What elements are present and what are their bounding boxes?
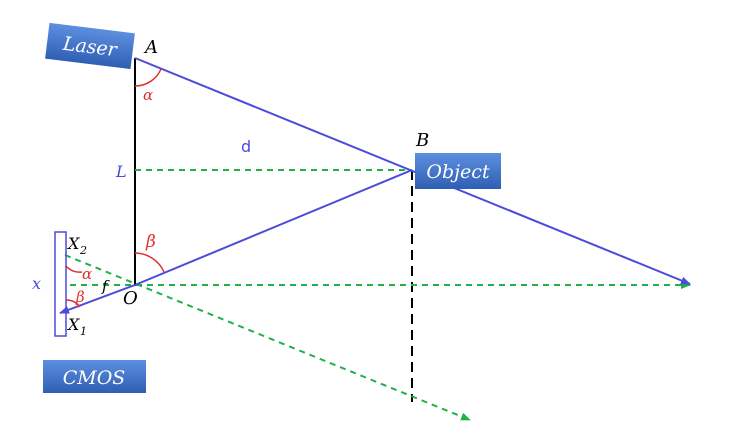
distance-d-label: d — [241, 137, 251, 156]
reflected-ray-bo — [134, 169, 413, 286]
cmos-box: CMOS — [43, 360, 146, 393]
cmos-sensor — [54, 231, 67, 337]
angle-arc-beta-o — [134, 252, 165, 273]
sensor-x-label: x — [32, 274, 41, 293]
point-x1-label: X 1 — [66, 315, 87, 338]
laser-box: Laser — [45, 22, 135, 70]
svg-text:X: X — [66, 234, 80, 253]
point-a-label: A — [143, 37, 158, 58]
angle-alpha-sensor-label: α — [82, 265, 92, 283]
cmos-label: CMOS — [63, 367, 126, 389]
object-box: Object — [415, 153, 501, 189]
angle-arc-beta-sensor — [65, 299, 81, 308]
angle-arc-alpha-a — [134, 68, 162, 87]
svg-text:2: 2 — [79, 244, 87, 257]
angle-beta-sensor-label: β — [75, 288, 85, 306]
object-label: Object — [426, 161, 490, 183]
svg-text:X: X — [66, 315, 80, 334]
focal-f-label: f — [101, 277, 110, 295]
x2-ray-dashed — [64, 254, 471, 421]
baseline-l-label: L — [115, 162, 127, 181]
point-o-label: O — [123, 288, 138, 309]
angle-beta-o-label: β — [145, 232, 156, 252]
laser-beam-ab — [134, 57, 691, 285]
angle-alpha-a-label: α — [143, 86, 153, 104]
angle-arc-alpha-sensor — [65, 265, 83, 273]
point-b-label: B — [415, 130, 429, 151]
point-x2-label: X 2 — [66, 234, 87, 257]
ray-o-x1 — [59, 284, 136, 314]
svg-text:1: 1 — [80, 325, 87, 338]
